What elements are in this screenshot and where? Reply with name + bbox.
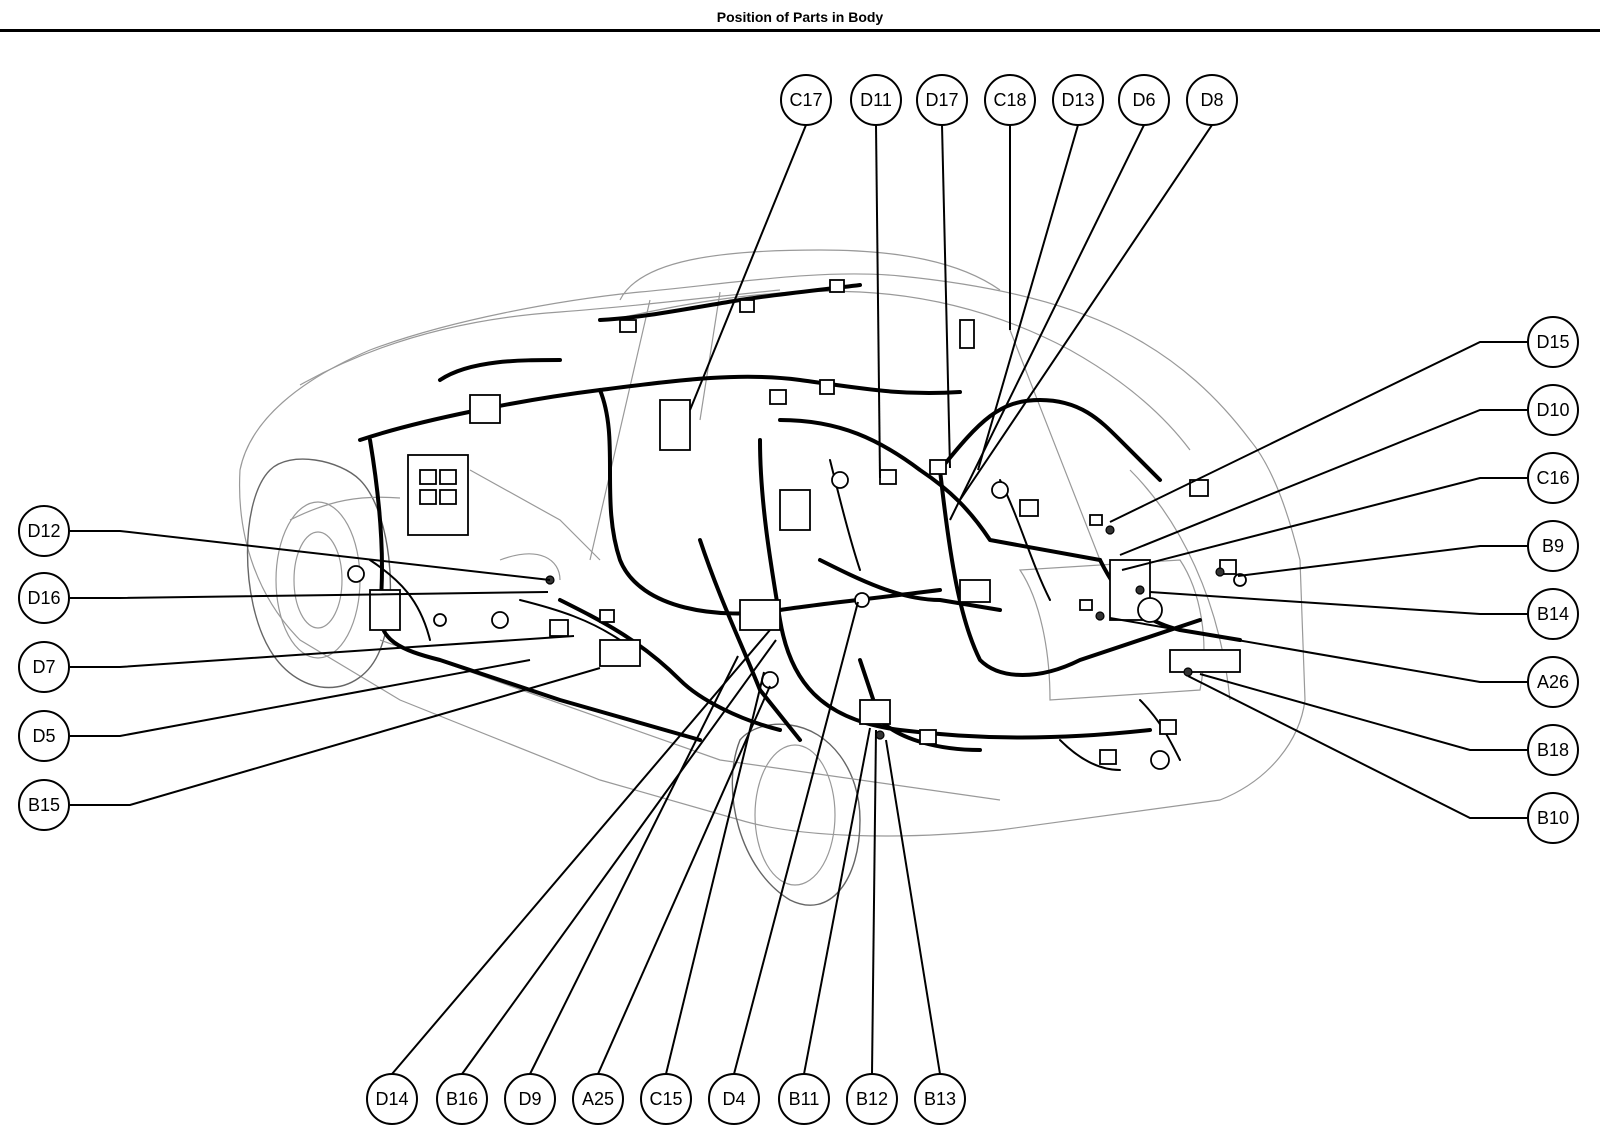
callout-b9: B9 — [1527, 520, 1579, 572]
callout-label: B18 — [1537, 740, 1569, 760]
callout-b16: B16 — [436, 1073, 488, 1125]
callout-label: B15 — [28, 795, 60, 815]
leader-b9 — [1237, 545, 1528, 577]
leader-c15 — [665, 671, 765, 1075]
callout-label: D9 — [518, 1089, 541, 1109]
leader-c16 — [1121, 477, 1528, 571]
header-divider — [0, 29, 1600, 32]
callout-b13: B13 — [914, 1073, 966, 1125]
leader-d11 — [875, 124, 881, 479]
leader-b15 — [70, 667, 601, 806]
callout-b15: B15 — [18, 779, 70, 831]
leader-d6 — [949, 124, 1145, 521]
wire-harness-network — [358, 283, 1242, 771]
leader-d7 — [70, 635, 575, 668]
leader-b10 — [1187, 675, 1528, 819]
callout-d5: D5 — [18, 710, 70, 762]
leader-d8 — [959, 124, 1213, 501]
leader-b16 — [461, 639, 777, 1075]
callout-d12: D12 — [18, 505, 70, 557]
callout-label: D6 — [1132, 90, 1155, 110]
leader-d4 — [733, 601, 859, 1075]
leader-d10 — [1119, 409, 1528, 556]
callout-d15: D15 — [1527, 316, 1579, 368]
callout-b11: B11 — [778, 1073, 830, 1125]
leader-d9 — [529, 655, 739, 1075]
callout-b18: B18 — [1527, 724, 1579, 776]
callout-d10: D10 — [1527, 384, 1579, 436]
callout-label: B12 — [856, 1089, 888, 1109]
callout-label: B16 — [446, 1089, 478, 1109]
callout-c18: C18 — [984, 74, 1036, 126]
callout-label: A26 — [1537, 672, 1569, 692]
page-header: Position of Parts in Body — [0, 0, 1600, 34]
callout-label: D17 — [925, 90, 958, 110]
callout-b14: B14 — [1527, 588, 1579, 640]
leader-c17 — [689, 124, 807, 411]
callout-label: D16 — [27, 588, 60, 608]
callout-label: D8 — [1200, 90, 1223, 110]
callout-label: C15 — [649, 1089, 682, 1109]
callout-label: B13 — [924, 1089, 956, 1109]
page-title: Position of Parts in Body — [716, 9, 884, 25]
callout-label: D12 — [27, 521, 60, 541]
callout-label: B14 — [1537, 604, 1569, 624]
callout-label: D14 — [375, 1089, 408, 1109]
leader-d5 — [70, 659, 531, 737]
callout-label: D11 — [860, 90, 892, 110]
callout-c17: C17 — [780, 74, 832, 126]
callout-label: C18 — [993, 90, 1026, 110]
callout-d7: D7 — [18, 641, 70, 693]
callout-label: D4 — [722, 1089, 745, 1109]
callout-c16: C16 — [1527, 452, 1579, 504]
callout-d13: D13 — [1052, 74, 1104, 126]
callout-b12: B12 — [846, 1073, 898, 1125]
callout-label: D15 — [1536, 332, 1569, 352]
leader-b14 — [1149, 591, 1528, 615]
callout-a25: A25 — [572, 1073, 624, 1125]
callout-label: C16 — [1536, 468, 1569, 488]
callout-label: C17 — [789, 90, 822, 110]
callout-label: D13 — [1061, 90, 1094, 110]
leader-d14 — [391, 629, 771, 1075]
callout-label: B11 — [789, 1089, 820, 1109]
callout-label: A25 — [582, 1089, 614, 1109]
leader-d16 — [70, 591, 549, 599]
callout-d4: D4 — [708, 1073, 760, 1125]
leader-d12 — [70, 530, 551, 581]
callout-label: D7 — [32, 657, 55, 677]
callout-label: D5 — [32, 726, 55, 746]
leader-b13 — [885, 739, 941, 1075]
connector-blocks — [347, 279, 1247, 770]
callout-d16: D16 — [18, 572, 70, 624]
leader-lines — [70, 124, 1528, 1075]
callout-c15: C15 — [640, 1073, 692, 1125]
leader-d15 — [1109, 341, 1528, 523]
leader-b12 — [871, 729, 877, 1075]
leader-a26 — [1109, 617, 1528, 683]
callout-d17: D17 — [916, 74, 968, 126]
callout-a26: A26 — [1527, 656, 1579, 708]
callout-label: B9 — [1542, 536, 1564, 556]
callout-d11: D11 — [850, 74, 902, 126]
callout-label: B10 — [1537, 808, 1569, 828]
callout-d14: D14 — [366, 1073, 418, 1125]
callout-d8: D8 — [1186, 74, 1238, 126]
leader-d17 — [941, 124, 951, 469]
callout-label: D10 — [1536, 400, 1569, 420]
leader-d13 — [977, 124, 1079, 471]
callout-d6: D6 — [1118, 74, 1170, 126]
callout-d9: D9 — [504, 1073, 556, 1125]
leader-a25 — [597, 685, 771, 1075]
callout-b10: B10 — [1527, 792, 1579, 844]
leader-b11 — [803, 727, 871, 1075]
leader-b18 — [1199, 673, 1528, 751]
